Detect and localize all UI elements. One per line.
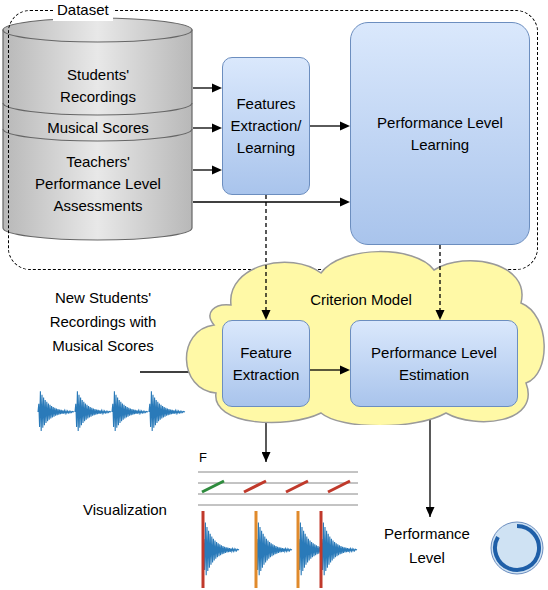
visualization-label: Visualization xyxy=(70,498,180,522)
waveform xyxy=(203,522,357,575)
database-band: Musical Scores xyxy=(3,115,193,141)
node-text: Features Extraction/ Learning xyxy=(227,93,305,159)
connector-line xyxy=(193,87,213,88)
arrow-head xyxy=(212,166,222,175)
score-staff xyxy=(198,472,358,505)
waveform xyxy=(38,391,185,431)
node-text: Students' Recordings xyxy=(43,64,153,108)
connector-arrow xyxy=(193,84,222,93)
connector-arrow xyxy=(193,166,222,175)
region-heading: Dataset xyxy=(53,0,113,21)
node-text: Performance Level Estimation xyxy=(355,342,513,386)
connector-arrow xyxy=(193,198,350,207)
node-text: Performance Level Learning xyxy=(355,112,525,156)
node-text: Feature Extraction xyxy=(227,342,305,386)
connector-line xyxy=(265,195,266,311)
input-label: New Students' Recordings with Musical Sc… xyxy=(28,286,178,358)
model-cloud: Criterion ModelFeature Extraction Perform… xyxy=(176,245,546,425)
process-box: Performance Level Estimation xyxy=(350,320,518,407)
output-arrow xyxy=(429,407,430,517)
process-box: Performance Level Learning xyxy=(350,22,530,245)
connector-line xyxy=(193,169,213,170)
node-text: Teachers' Performance Level Assessments xyxy=(28,151,168,217)
onset-markers xyxy=(203,511,321,588)
cloud-outline xyxy=(186,252,544,425)
band-separator xyxy=(3,103,192,115)
connector-arrow xyxy=(193,124,222,133)
arrow-head xyxy=(340,122,350,131)
connector-arrow xyxy=(310,122,350,131)
process-box: Features Extraction/ Learning xyxy=(222,57,310,195)
clef-letter: F xyxy=(199,450,219,466)
database-band: Students' Recordings xyxy=(3,44,193,115)
arrow-head xyxy=(212,84,222,93)
connector-line xyxy=(310,369,341,370)
node-text: Musical Scores xyxy=(47,117,149,139)
process-box: Feature Extraction xyxy=(222,320,310,407)
cylinder-top xyxy=(3,18,192,42)
connector-line xyxy=(193,201,341,202)
output-label: Performance Level xyxy=(372,522,482,570)
connector-line xyxy=(310,125,341,126)
dataset-region: DatasetStudents' RecordingsMusical Score… xyxy=(8,10,538,270)
level-gauge xyxy=(491,522,543,574)
database-band: Teachers' Performance Level Assessments xyxy=(3,141,193,235)
arrow-head xyxy=(212,124,222,133)
model-heading: Criterion Model xyxy=(176,289,546,311)
database-cylinder xyxy=(3,30,192,240)
arrow-head xyxy=(340,198,350,207)
connector-line xyxy=(193,127,213,128)
